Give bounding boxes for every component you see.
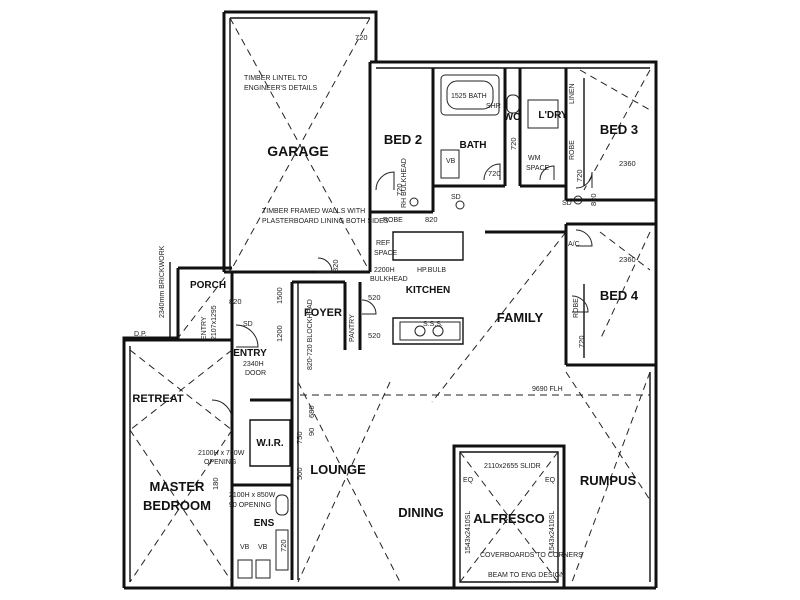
note-sd-1: SD (451, 194, 461, 201)
dim-2360-a: 2360 (619, 159, 636, 168)
note-opening-1a: 2100H x 750W (198, 450, 245, 457)
note-porch-size: 2107x1295 (211, 305, 218, 340)
note-pantry: PANTRY (349, 314, 356, 342)
note-beam: BEAM TO ENG DESIGN (488, 572, 565, 579)
label-bed3: BED 3 (600, 122, 638, 137)
note-vb-ens-2: VB (258, 544, 268, 551)
note-hp-bulb: HP.BULB (417, 267, 446, 274)
room-labels: GARAGE BED 2 BATH WC L'DRY BED 3 BED 4 K… (132, 110, 638, 529)
note-slider: 2110x2655 SLIDR (484, 463, 541, 470)
note-ref-1: REF (376, 240, 390, 247)
note-opening-2b: 90 OPENING (229, 502, 271, 509)
note-brickwork: 2340mm BRICKWORK (159, 245, 166, 318)
label-bath: BATH (459, 140, 486, 151)
dim-720-a: 720 (355, 33, 368, 42)
note-opening-2a: 2100H x 850W (229, 492, 276, 499)
label-family: FAMILY (497, 310, 544, 325)
dim-520-b: 520 (368, 331, 381, 340)
dim-820-b: 820 (589, 193, 598, 206)
label-porch: PORCH (190, 280, 226, 291)
note-eq-1: EQ (463, 477, 474, 484)
note-robe-bed4: ROBE (573, 298, 580, 318)
note-timber-framed-2: PLASTERBOARD LINING BOTH SIDES (262, 218, 389, 225)
label-master-1: MASTER (150, 479, 206, 494)
note-sd-3: SD (243, 321, 253, 328)
label-ens: ENS (254, 518, 275, 529)
note-alf-left: 1543x2410SL (465, 511, 472, 554)
ceiling-lines (130, 18, 650, 582)
note-rh-bulkhead: RH BULKHEAD (401, 158, 408, 208)
dim-720-b: 720 (395, 183, 404, 196)
label-bed4: BED 4 (600, 288, 639, 303)
note-linen: LINEN (569, 83, 576, 104)
label-retreat: RETREAT (132, 393, 183, 405)
label-entry: ENTRY (233, 348, 267, 359)
label-bed2: BED 2 (384, 132, 422, 147)
dim-1500: 1500 (275, 287, 284, 304)
note-vb: VB (446, 158, 456, 165)
label-rumpus: RUMPUS (580, 473, 637, 488)
label-dining: DINING (398, 505, 444, 520)
note-ac: A/C (568, 241, 580, 248)
dim-820-d: 820 (331, 259, 340, 272)
label-ldry: L'DRY (538, 110, 568, 121)
dim-820-c: 820 (229, 297, 242, 306)
note-ref-2: SPACE (374, 250, 398, 257)
dim-500: 500 (295, 467, 304, 480)
note-shr: SHR (486, 103, 501, 110)
walls (124, 12, 656, 588)
note-sss: S.S.S. (423, 321, 443, 328)
dim-720-c: 720 (488, 169, 501, 178)
dim-680: 680 (307, 405, 316, 418)
annotations: TIMBER LINTEL TO ENGINEER'S DETAILS TIMB… (134, 75, 583, 579)
label-wc: WC (504, 112, 521, 123)
label-lounge: LOUNGE (310, 462, 366, 477)
note-bulkhead-1: 2200H (374, 267, 395, 274)
note-alf-right: 1543x2410SL (549, 511, 556, 554)
label-wir: W.I.R. (256, 438, 283, 449)
note-coverboards: COVERBOARDS TO CORNERS (480, 552, 583, 559)
note-robe-bed2: ROBE (383, 217, 403, 224)
note-vb-ens-1: VB (240, 544, 250, 551)
note-bath-fixture: 1525 BATH (451, 93, 487, 100)
dim-2360-b: 2360 (619, 255, 636, 264)
dim-750: 750 (295, 431, 304, 444)
label-master-2: BEDROOM (143, 498, 211, 513)
note-bulkhead-2: BULKHEAD (370, 276, 408, 283)
note-timber-lintel-1: TIMBER LINTEL TO (244, 75, 308, 82)
note-robe-bed3: ROBE (569, 140, 576, 160)
note-dp: D.P. (134, 331, 147, 338)
note-timber-framed-1: TIMBER FRAMED WALLS WITH (262, 208, 365, 215)
note-timber-lintel-2: ENGINEER'S DETAILS (244, 85, 317, 92)
label-alfresco: ALFRESCO (473, 511, 545, 526)
label-kitchen: KITCHEN (406, 285, 450, 296)
note-entry-size: 2340H (243, 361, 264, 368)
dim-720-d: 720 (509, 137, 518, 150)
dim-720-f: 720 (577, 335, 586, 348)
dim-820-a: 820 (425, 215, 438, 224)
note-blockhead: 820-720 BLOCKHEAD (307, 299, 314, 370)
note-wm-2: SPACE (526, 165, 550, 172)
dim-180: 180 (211, 477, 220, 490)
door-swings (212, 164, 592, 420)
note-porch-entry: ENTRY (201, 316, 208, 340)
note-wm-1: WM (528, 155, 541, 162)
note-eq-2: EQ (545, 477, 556, 484)
dim-720-g: 720 (279, 539, 288, 552)
label-garage: GARAGE (267, 143, 328, 159)
dim-1200: 1200 (275, 325, 284, 342)
dim-90: 90 (307, 428, 316, 436)
dimensions: 720 720 720 720 720 720 720 820 820 820 … (211, 33, 636, 552)
note-tiles: 9690 FLH (532, 386, 563, 393)
fixtures (238, 75, 583, 578)
note-sd-2: SD (562, 200, 572, 207)
dim-720-e: 720 (575, 169, 584, 182)
label-foyer: FOYER (304, 307, 342, 319)
dim-520-a: 520 (368, 293, 381, 302)
note-entry-door: DOOR (245, 370, 266, 377)
note-opening-1b: OPENING (204, 459, 236, 466)
